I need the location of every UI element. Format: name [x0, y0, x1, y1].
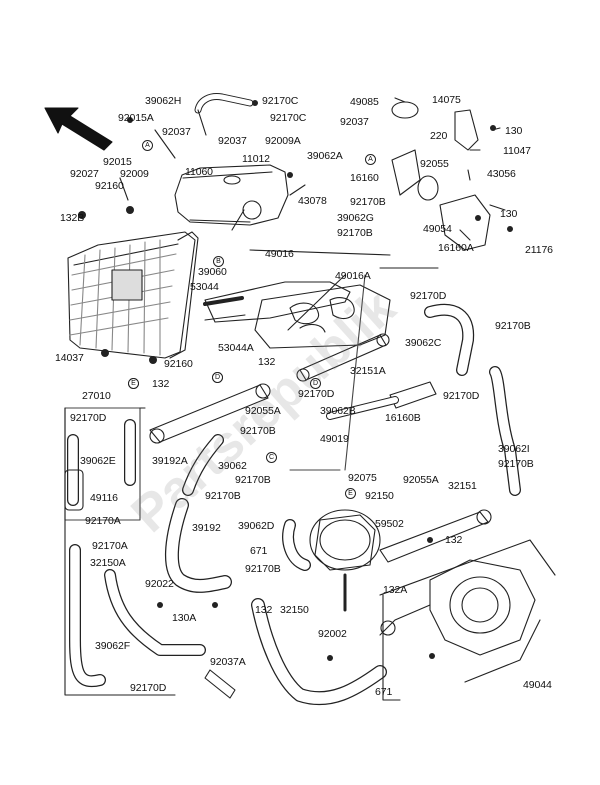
ref-marker: E: [128, 378, 139, 389]
part-label: 49085: [350, 96, 379, 108]
part-label: 92027: [70, 168, 99, 180]
part-label: 92170B: [337, 227, 373, 239]
part-label: 53044A: [218, 342, 254, 354]
part-label: 11012: [242, 153, 270, 165]
part-label: 132: [258, 356, 276, 368]
ref-marker: A: [365, 154, 376, 165]
part-label: 92160: [164, 358, 193, 370]
front-arrow-icon: [44, 107, 113, 151]
part-label: 49019: [320, 433, 349, 445]
part-label: 11047: [503, 145, 531, 157]
part-label: 220: [430, 130, 448, 142]
part-label: 32151: [448, 480, 477, 492]
part-label: 21176: [525, 244, 553, 256]
ref-marker: C: [266, 452, 277, 463]
ref-marker: A: [142, 140, 153, 151]
part-label: 32150A: [90, 557, 126, 569]
part-label: 92170B: [235, 474, 271, 486]
part-label: 49016A: [335, 270, 371, 282]
part-label: 39062I: [498, 443, 530, 455]
part-label: 14037: [55, 352, 84, 364]
part-label: 92170D: [298, 388, 335, 400]
part-label: 92022: [145, 578, 174, 590]
part-label: 92170D: [70, 412, 107, 424]
part-label: 132: [445, 534, 463, 546]
ref-marker: D: [310, 378, 321, 389]
part-label: 92170B: [205, 490, 241, 502]
part-label: 16160: [350, 172, 379, 184]
part-label: 49054: [423, 223, 452, 235]
part-label: 92170A: [92, 540, 128, 552]
part-label: 11060: [185, 166, 213, 178]
part-label: 14075: [432, 94, 461, 106]
part-label: 130A: [172, 612, 197, 624]
part-label: 49016: [265, 248, 294, 260]
part-label: 92055A: [245, 405, 281, 417]
part-label: 132A: [383, 584, 408, 596]
part-label: 43056: [487, 168, 516, 180]
part-label: 32150: [280, 604, 309, 616]
part-label: 92015A: [118, 112, 154, 124]
part-label: 92170C: [262, 95, 299, 107]
part-label: 92009A: [265, 135, 301, 147]
part-label: 39062F: [95, 640, 131, 652]
part-label: 49116: [90, 492, 118, 504]
part-label: 92075: [348, 472, 377, 484]
part-label: 49044: [523, 679, 552, 691]
part-label: 39062: [218, 460, 247, 472]
part-label: 130: [505, 125, 523, 137]
part-label: 132: [152, 378, 170, 390]
part-label: 27010: [82, 390, 111, 402]
part-label: 92037: [218, 135, 247, 147]
part-label: 92160: [95, 180, 124, 192]
ref-marker: D: [212, 372, 223, 383]
part-label: 39192A: [152, 455, 188, 467]
part-label: 59502: [375, 518, 404, 530]
part-label: 39062E: [80, 455, 116, 467]
part-label: 16160A: [438, 242, 474, 254]
part-label: 39062A: [307, 150, 343, 162]
part-label: 92015: [103, 156, 132, 168]
part-label: 92170B: [245, 563, 281, 575]
ref-marker: B: [213, 256, 224, 267]
part-label: 671: [375, 686, 393, 698]
part-label: 39062G: [337, 212, 374, 224]
part-label: 39062B: [320, 405, 356, 417]
part-label: 92009: [120, 168, 149, 180]
part-label: 130: [500, 208, 518, 220]
part-label: 92037: [162, 126, 191, 138]
part-label: 53044: [190, 281, 219, 293]
part-label: 39062H: [145, 95, 182, 107]
part-label: 39062C: [405, 337, 442, 349]
part-label: 16160B: [385, 412, 421, 424]
part-label: 43078: [298, 195, 327, 207]
part-label: 92170B: [495, 320, 531, 332]
part-label: 92150: [365, 490, 394, 502]
part-label: 92170B: [240, 425, 276, 437]
part-label: 92170B: [498, 458, 534, 470]
part-label: 92170D: [130, 682, 167, 694]
part-label: 39060: [198, 266, 227, 278]
part-label: 92170C: [270, 112, 307, 124]
part-label: 671: [250, 545, 268, 557]
part-label: 132B: [60, 212, 85, 224]
part-label: 39062D: [238, 520, 275, 532]
part-label: 92170B: [350, 196, 386, 208]
part-label: 92170A: [85, 515, 121, 527]
part-label: 92037: [340, 116, 369, 128]
part-label: 92002: [318, 628, 347, 640]
part-label: 132: [255, 604, 273, 616]
ref-marker: E: [345, 488, 356, 499]
part-label: 92055A: [403, 474, 439, 486]
part-label: 39192: [192, 522, 221, 534]
part-label: 92037A: [210, 656, 246, 668]
part-label: 92170D: [443, 390, 480, 402]
part-label: 92170D: [410, 290, 447, 302]
part-label: 92055: [420, 158, 449, 170]
part-label: 32151A: [350, 365, 386, 377]
